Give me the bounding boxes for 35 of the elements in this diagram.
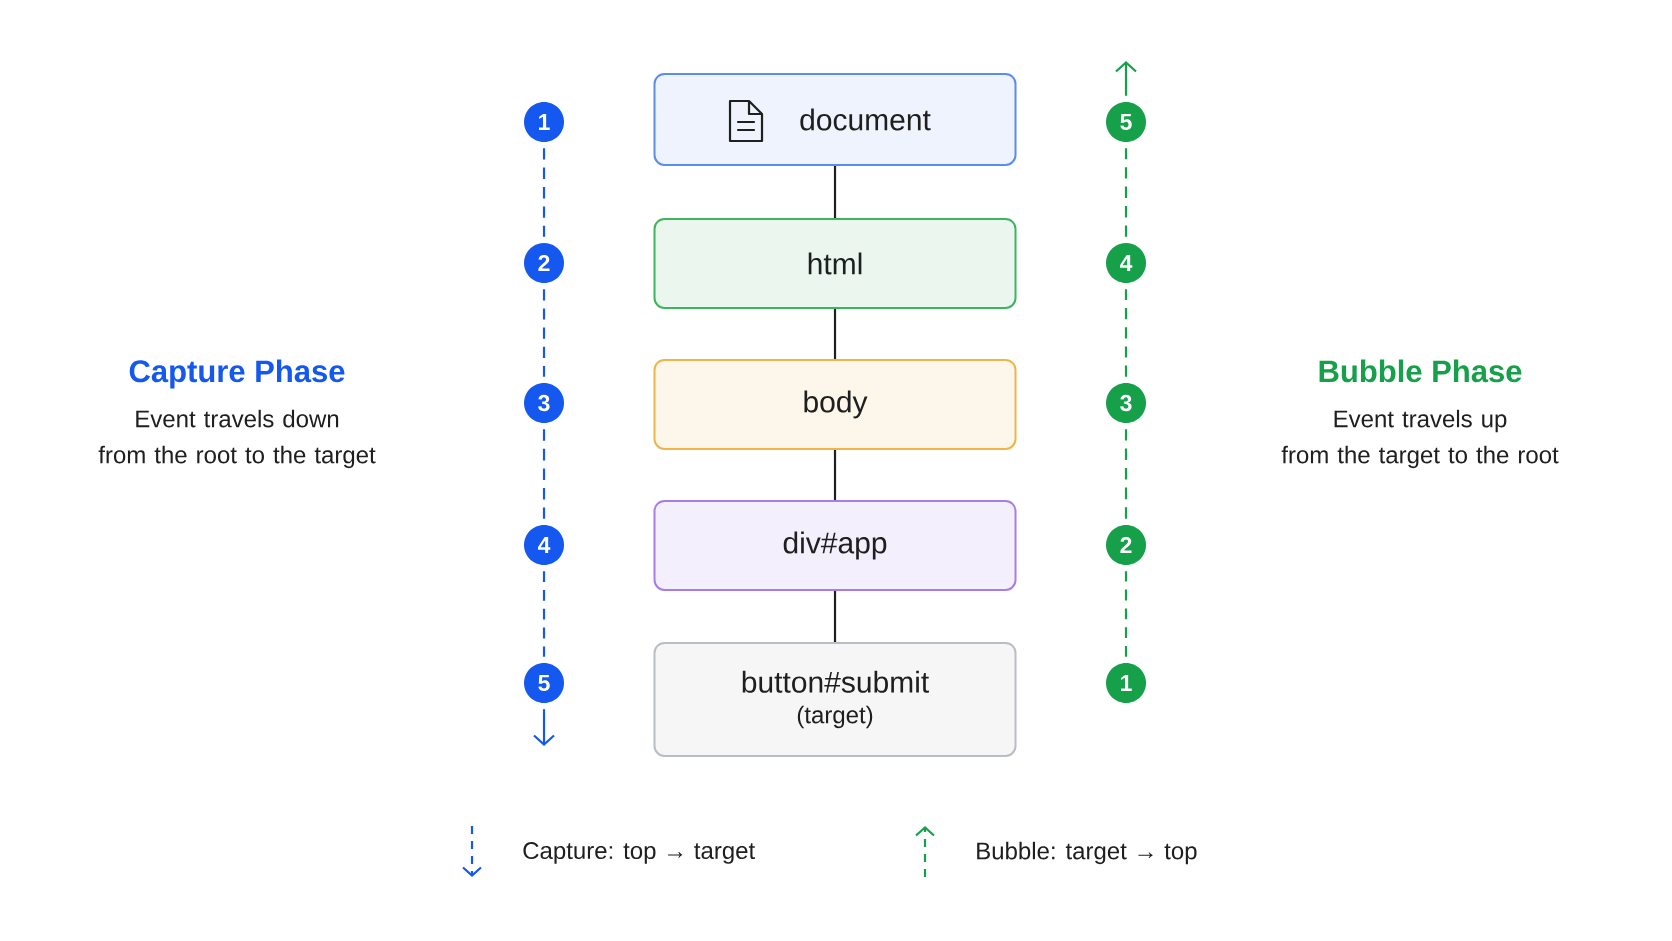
step-badge: 3 xyxy=(1106,383,1146,423)
step-badge: 2 xyxy=(1106,525,1146,565)
arrow xyxy=(1115,61,1137,96)
dashed-line xyxy=(542,429,546,519)
connector-line xyxy=(833,166,837,218)
step-badge: 4 xyxy=(1106,243,1146,283)
phase-title: Capture Phase xyxy=(129,359,345,389)
dashed-line xyxy=(542,289,546,377)
element-box: html xyxy=(653,218,1017,309)
step-badge: 2 xyxy=(524,243,564,283)
dashed-line xyxy=(1124,148,1128,237)
phase-description: Event travels up from the target to the root xyxy=(1281,409,1559,469)
step-badge: 4 xyxy=(524,525,564,565)
step-badge: 3 xyxy=(524,383,564,423)
phase-description: Event travels down from the root to the target xyxy=(98,409,376,469)
element-box: div#app xyxy=(653,500,1017,591)
step-badge: 1 xyxy=(1106,663,1146,703)
element-box: body xyxy=(653,359,1017,450)
connector-line xyxy=(833,450,837,500)
legend-text: Capture: top → target xyxy=(523,842,755,864)
element-box: button#submit (target) xyxy=(653,642,1017,757)
step-badge: 1 xyxy=(524,102,564,142)
element-box: document xyxy=(653,73,1017,166)
step-badge: 5 xyxy=(524,663,564,703)
legend-text: Bubble: target → top xyxy=(977,841,1197,865)
arrow xyxy=(533,709,555,746)
dashed-line xyxy=(1124,289,1128,377)
dashed-line xyxy=(1124,571,1128,657)
dashed-line xyxy=(542,148,546,237)
connector-line xyxy=(833,309,837,359)
dashed-line xyxy=(542,571,546,657)
connector-line xyxy=(833,591,837,642)
phase-title: Bubble Phase xyxy=(1319,359,1522,383)
step-badge: 5 xyxy=(1106,102,1146,142)
dashed-line xyxy=(1124,429,1128,519)
